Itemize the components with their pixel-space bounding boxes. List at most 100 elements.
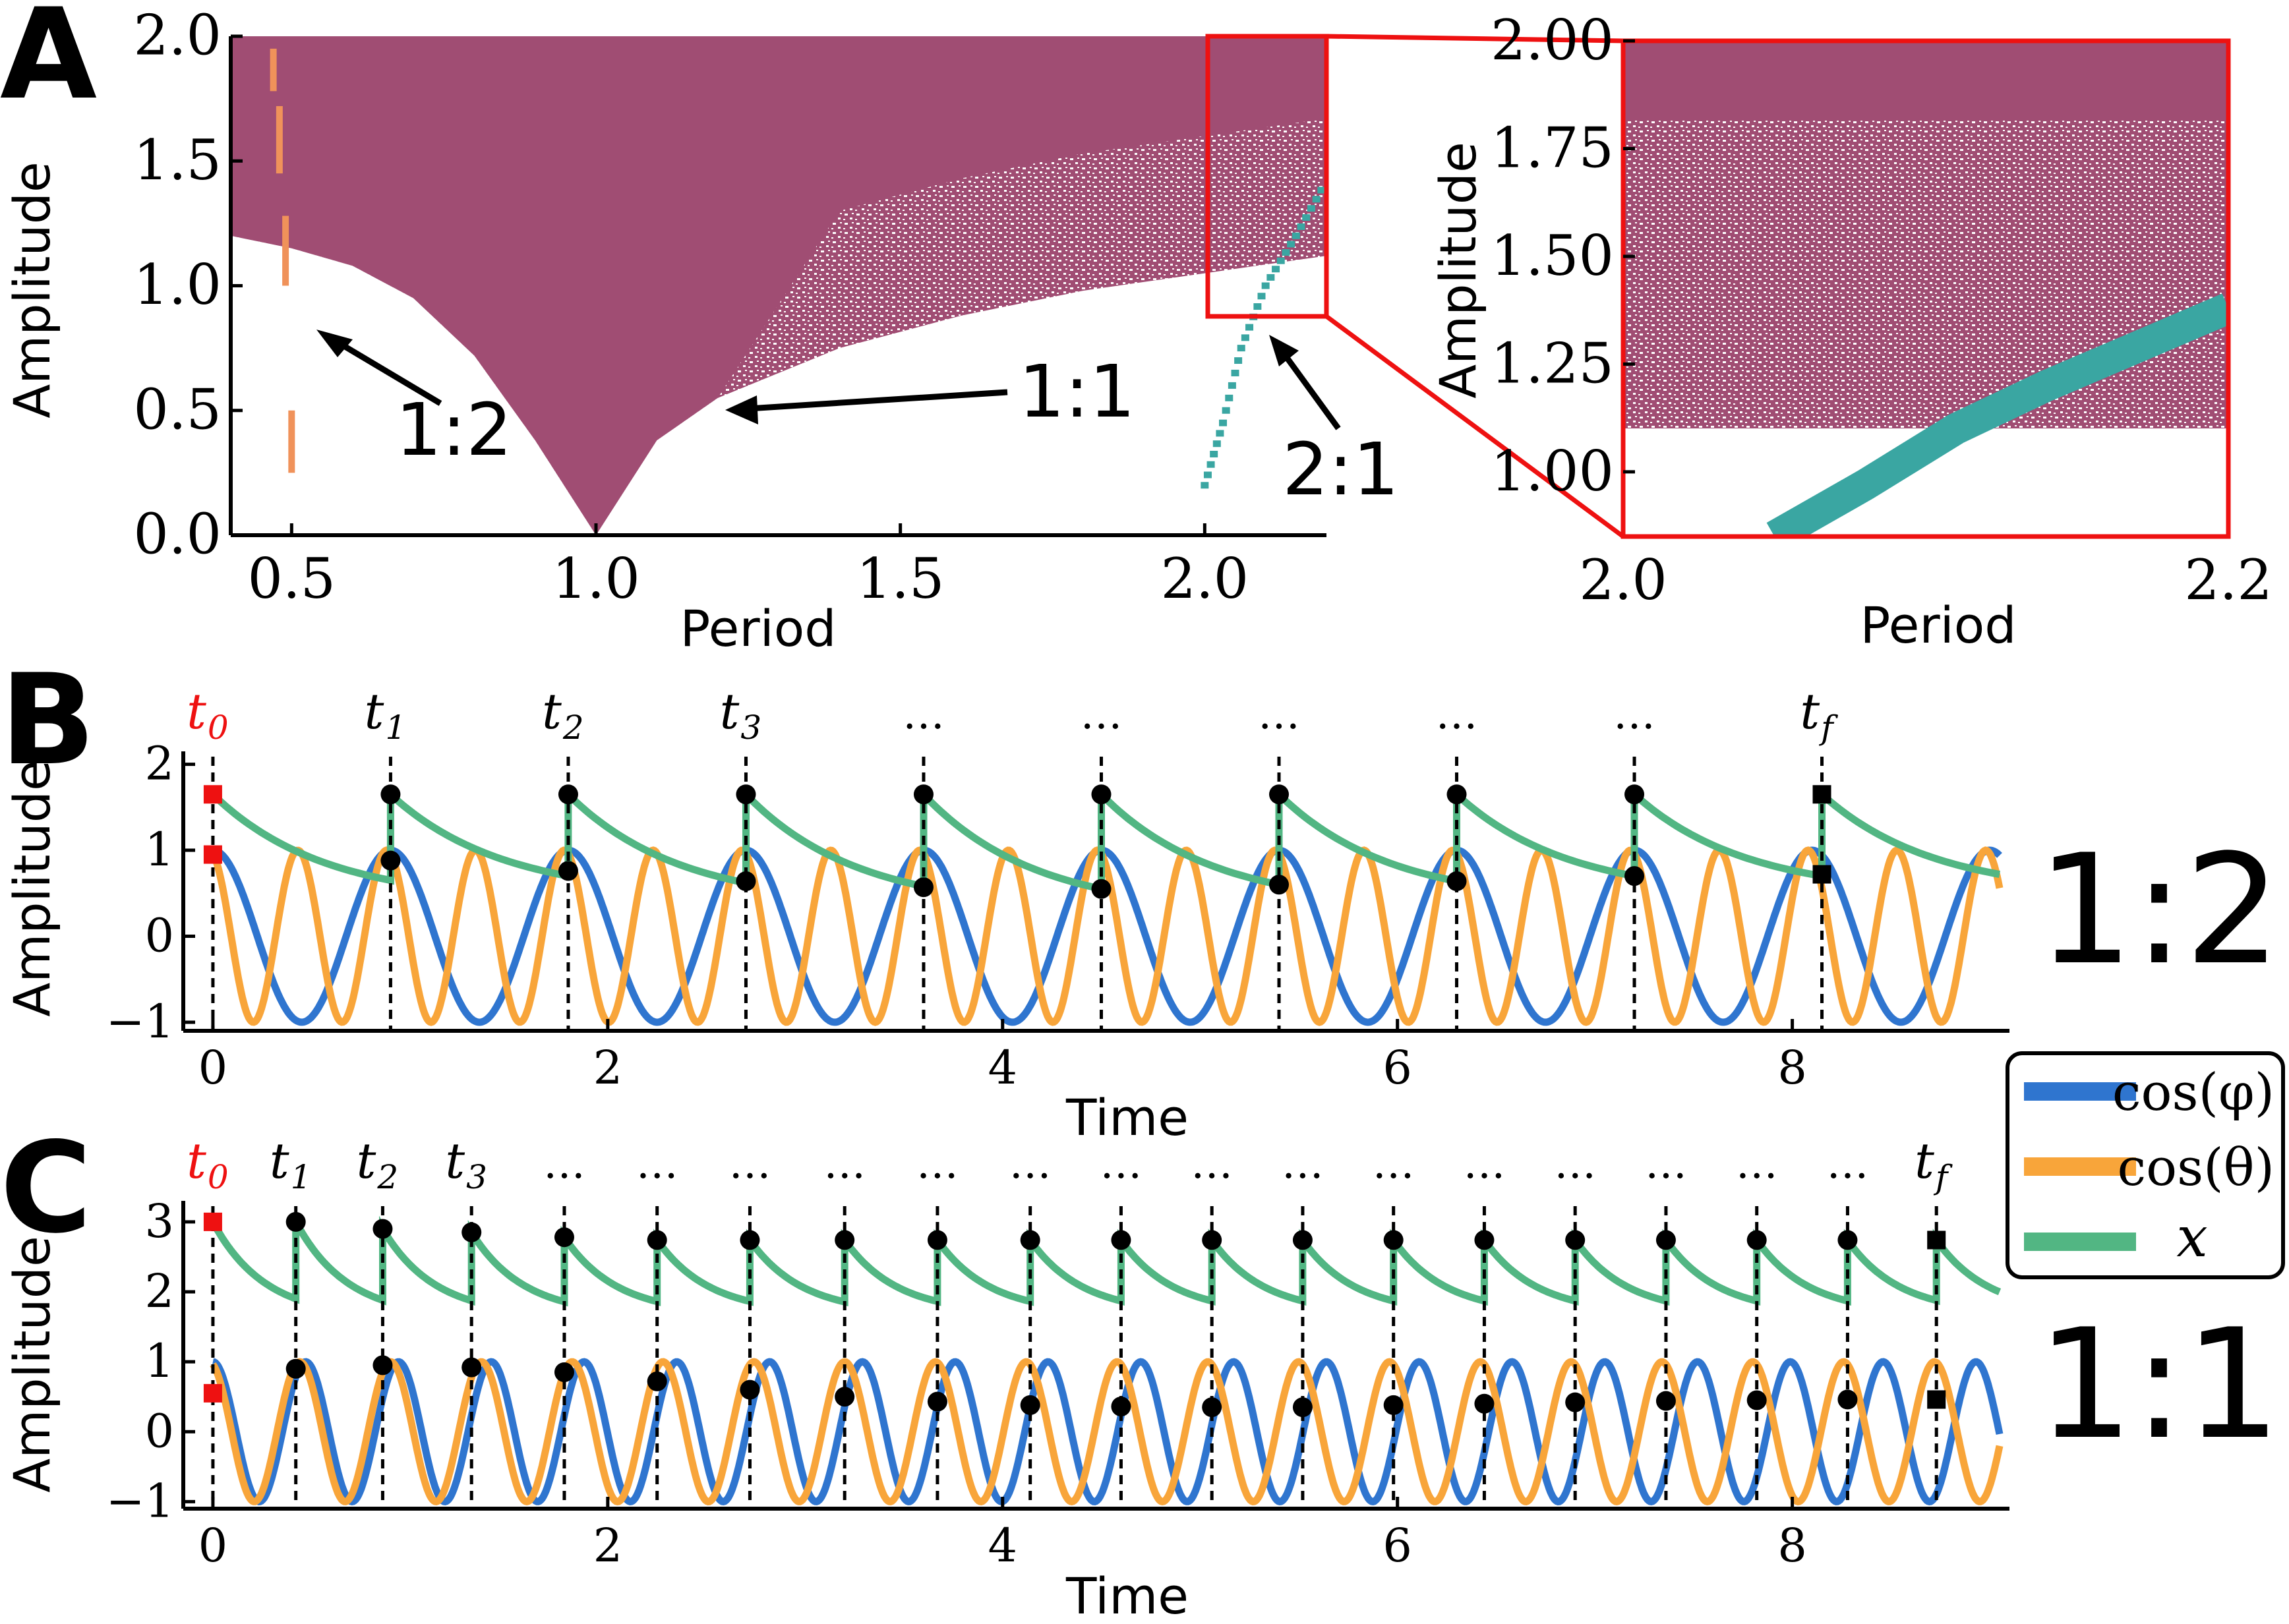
teal-point <box>1253 303 1262 310</box>
y-tick-label: 0.0 <box>133 502 222 567</box>
kick-marker-cos <box>1202 1397 1222 1418</box>
inset-frame <box>1620 38 2231 539</box>
kick-marker-x <box>1111 1230 1131 1250</box>
cos-phi-curve <box>212 1358 2004 1506</box>
zoom-box <box>1205 34 1329 319</box>
inset-plot-area <box>1623 41 2228 536</box>
time-label-subscript: 3 <box>466 1158 487 1196</box>
legend-label-cos-phi: cos(φ) <box>2112 1063 2274 1122</box>
x-tick-label: 2.0 <box>1579 548 1667 612</box>
y-tick-label: 2 <box>144 1264 174 1318</box>
y-tick-label: −1 <box>106 1474 174 1528</box>
teal-point <box>1245 324 1254 331</box>
panel-a-xlabel: Period <box>680 599 837 658</box>
y-tick-label: 0 <box>144 909 174 963</box>
teal-point <box>1241 334 1249 341</box>
kick-marker-x <box>461 1222 482 1242</box>
inset-speckle <box>1623 119 2228 428</box>
y-tick-label: 1 <box>144 1334 174 1388</box>
teal-point <box>1219 419 1228 426</box>
kick-marker-cos <box>554 1362 574 1383</box>
y-tick-label: 1.75 <box>1491 115 1614 180</box>
panel-label-a: A <box>0 0 97 127</box>
legend-box <box>2006 1051 2285 1279</box>
time-label: … <box>543 1140 585 1188</box>
x-tick-label: 4 <box>988 1041 1017 1095</box>
teal-point <box>1210 450 1218 457</box>
kick-marker-cos <box>1446 871 1467 891</box>
kick-marker-x <box>1746 1230 1767 1250</box>
legend-label-cos-theta: cos(θ) <box>2118 1138 2275 1198</box>
time-label: t3 <box>720 683 762 747</box>
teal-point <box>1297 223 1305 230</box>
annotation-1-2: 1:2 <box>316 330 512 472</box>
kick-marker-x <box>740 1230 760 1250</box>
arrowhead-1-1 <box>725 395 758 424</box>
teal-point <box>1225 394 1234 401</box>
time-label-subscript: 1 <box>291 1158 312 1196</box>
teal-point <box>1234 357 1243 364</box>
start-marker-cos <box>203 1383 222 1403</box>
teal-point <box>1216 430 1224 437</box>
label-2-1: 2:1 <box>1282 427 1399 511</box>
x-tick-label: 2 <box>593 1519 623 1573</box>
y-tick-label: 1.5 <box>133 128 222 192</box>
teal-point <box>1302 214 1311 221</box>
kick-marker-cos <box>1020 1395 1040 1415</box>
y-tick-label: 1 <box>144 823 174 877</box>
teal-point <box>1272 266 1280 273</box>
time-label: t2 <box>542 683 584 747</box>
kick-marker-cos <box>461 1357 482 1378</box>
zoom-connector-bottom <box>1324 314 1625 538</box>
time-label: … <box>1258 690 1300 739</box>
panel-a-ylabel: Amplitude <box>3 161 61 418</box>
kick-marker-x <box>1202 1230 1222 1250</box>
arrow-1-2 <box>331 337 442 406</box>
y-tick-label: 1.0 <box>133 252 222 317</box>
cos-theta-curve <box>210 846 2004 1026</box>
start-marker-x <box>203 785 222 804</box>
teal-point <box>1276 257 1285 264</box>
time-label-subscript: 3 <box>740 709 761 747</box>
panel-b-plot-area <box>210 785 2004 1026</box>
x-tick-label: 1.0 <box>552 546 640 611</box>
time-label-subscript: 0 <box>208 709 229 747</box>
time-label-subscript: 2 <box>376 1158 398 1196</box>
start-marker-cos <box>203 845 222 864</box>
kick-marker-cos <box>1111 1397 1131 1417</box>
time-label-subscript: 2 <box>562 709 584 747</box>
time-label: … <box>1100 1140 1142 1188</box>
kick-marker-x <box>1655 1230 1676 1250</box>
kick-marker-x <box>380 784 401 805</box>
zoom-connector-top <box>1326 34 1624 44</box>
y-tick-label: 1.00 <box>1491 439 1614 504</box>
teal-point <box>1307 205 1315 212</box>
y-tick-label: 2.00 <box>1491 8 1614 72</box>
kick-marker-cos <box>1383 1395 1404 1415</box>
time-label: … <box>903 690 945 739</box>
panel-b-ratio: 1:2 <box>2037 823 2281 999</box>
time-label: … <box>1463 1140 1505 1188</box>
kick-marker-cos <box>1091 879 1112 899</box>
teal-point <box>1228 382 1236 389</box>
time-label: … <box>1736 1140 1778 1188</box>
time-label-subscript: 0 <box>208 1158 229 1196</box>
arrow-2-1 <box>1283 354 1341 430</box>
kick-marker-cos <box>736 871 756 891</box>
kick-marker-x <box>558 784 578 805</box>
teal-point <box>1206 461 1215 468</box>
kick-marker-x <box>835 1230 855 1250</box>
x-tick-label: 6 <box>1382 1041 1412 1095</box>
teal-point <box>1261 282 1270 289</box>
y-tick-label: 3 <box>144 1194 174 1248</box>
annotation-2-1: 2:1 <box>1269 335 1399 511</box>
end-marker-x <box>1812 785 1831 804</box>
time-label-subscript: f <box>1933 1158 1953 1196</box>
non-resonant-area <box>231 235 1326 535</box>
y-tick-label: 2.0 <box>133 3 222 68</box>
